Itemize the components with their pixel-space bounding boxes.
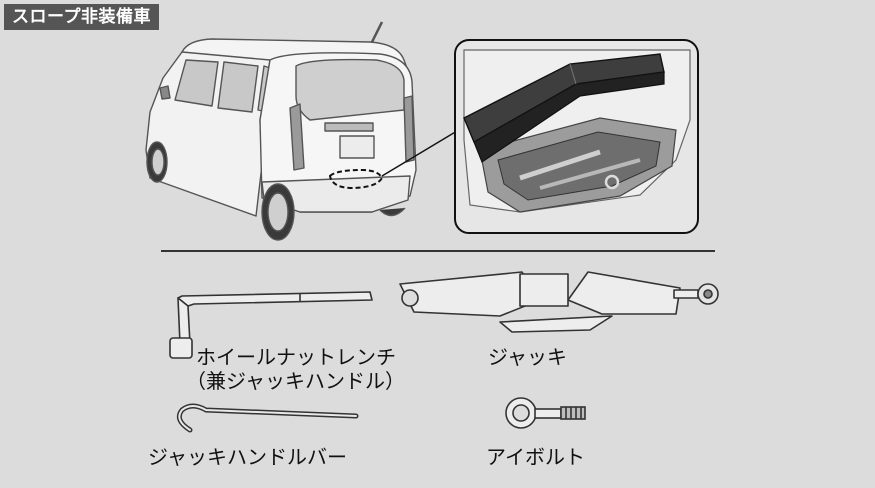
jack-handle-bar-label: ジャッキハンドルバー [148, 445, 347, 469]
wheel-nut-wrench-illustration [169, 291, 373, 359]
callout-line [381, 127, 463, 177]
wheel-nut-wrench-sublabel: （兼ジャッキハンドル） [186, 369, 405, 393]
jack-label: ジャッキ [488, 345, 567, 369]
section-divider [161, 250, 715, 252]
jack-illustration [399, 271, 719, 333]
storage-location-marker [328, 168, 384, 190]
underfloor-storage-inset [454, 39, 699, 234]
wheel-nut-wrench-label: ホイールナットレンチ [196, 345, 396, 369]
vehicle-rear-illustration [145, 21, 417, 241]
eye-bolt-illustration [505, 397, 586, 429]
jack-handle-bar-illustration [176, 403, 359, 433]
section-tag: スロープ非装備車 [4, 4, 159, 30]
eye-bolt-label: アイボルト [486, 445, 585, 469]
